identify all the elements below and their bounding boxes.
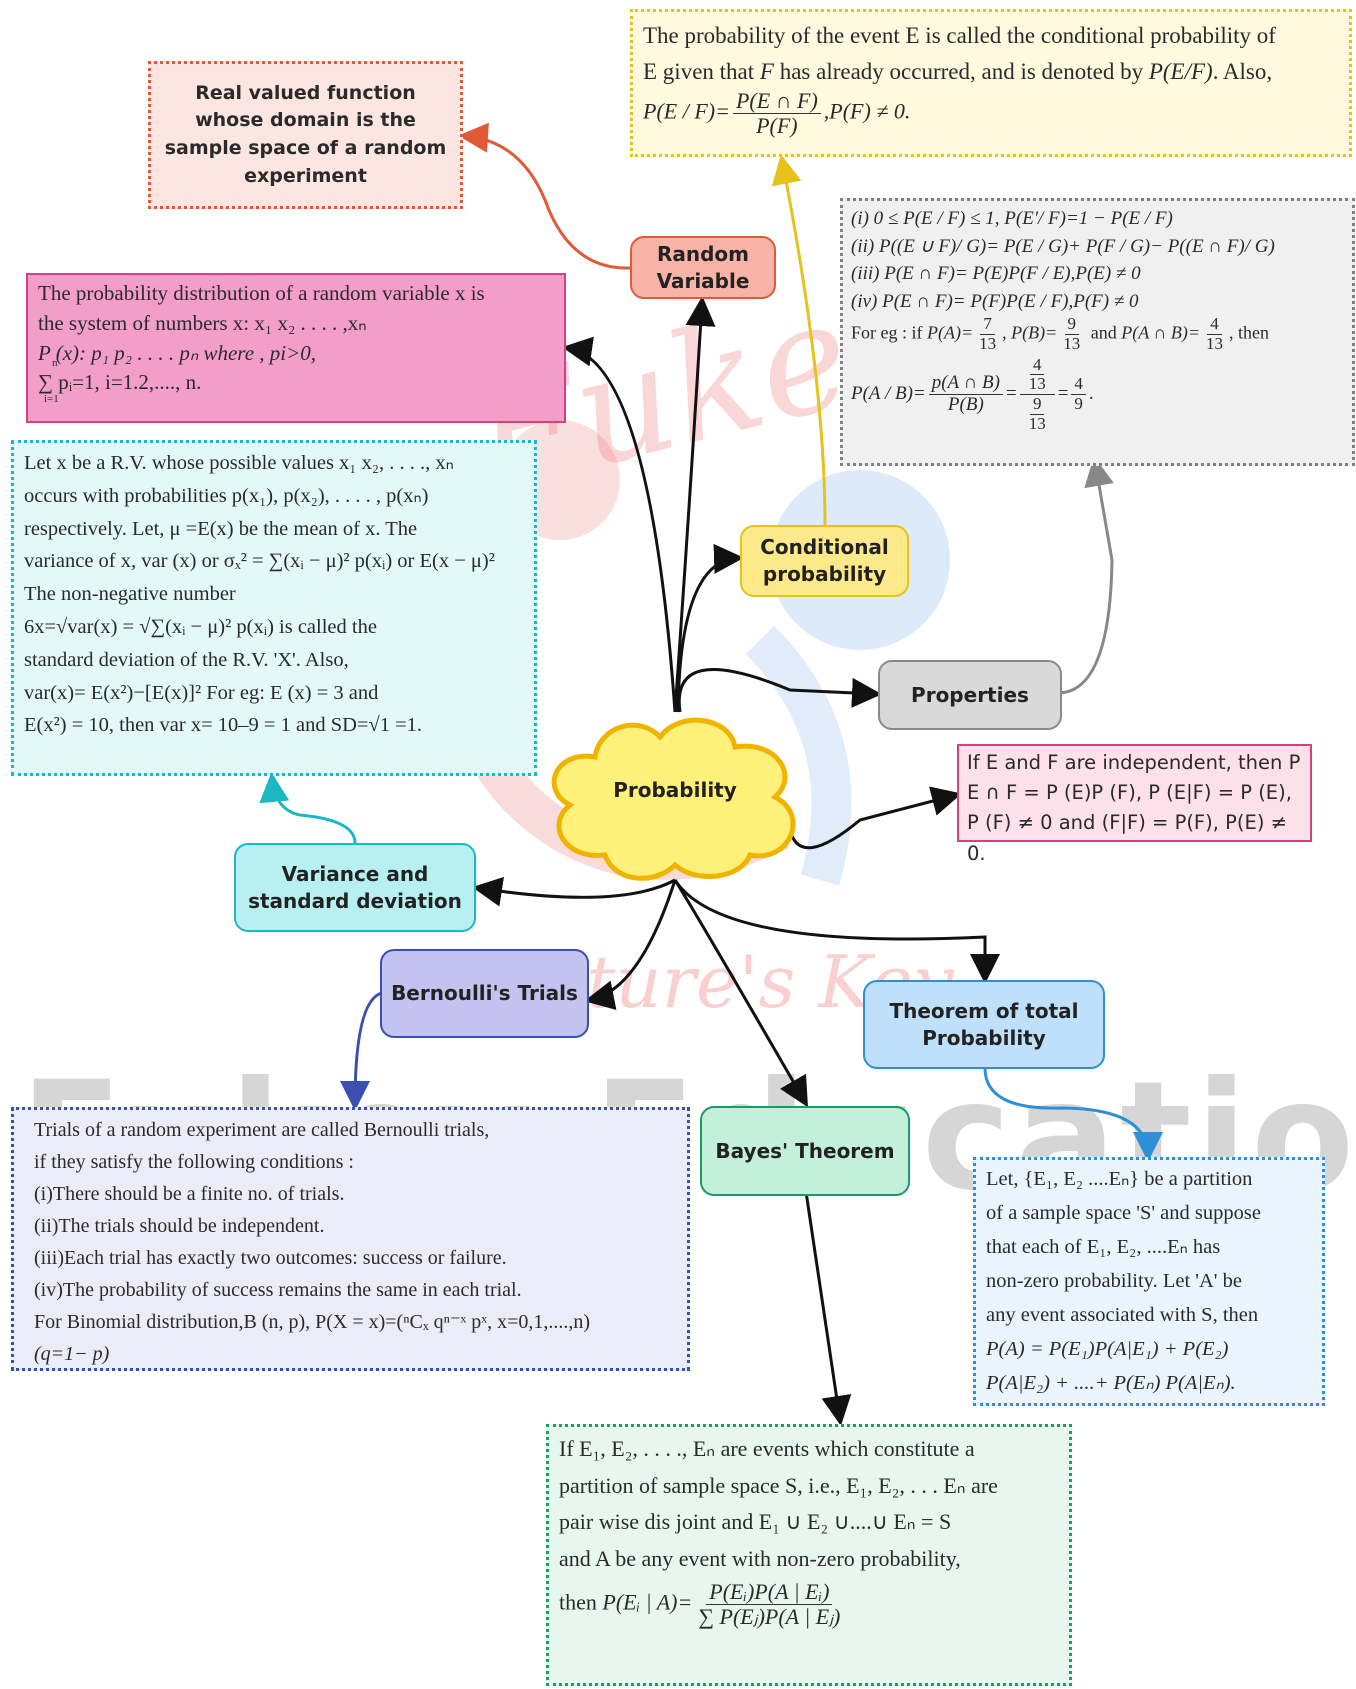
variance-line3: respectively. Let, μ =E(x) be the mean o… bbox=[24, 517, 418, 540]
distribution-sum-top: n bbox=[52, 357, 58, 370]
distribution-line2: the system of numbers x: x₁ x₂ . . . . ,… bbox=[38, 310, 367, 335]
conditional-definition-box: The probability of the event E is called… bbox=[630, 9, 1352, 157]
conditional-formula-numerator: P(E ∩ F) bbox=[732, 89, 821, 115]
distribution-line1: The probability distribution of a random… bbox=[38, 281, 485, 305]
distribution-sum-bottom: i=1 bbox=[44, 393, 59, 406]
pb-den: 13 bbox=[1063, 333, 1081, 353]
center-cloud-icon bbox=[551, 717, 796, 881]
property-3: (iii) P(E ∩ F)= P(E)P(F / E),P(E) ≠ 0 bbox=[851, 263, 1141, 285]
conditional-line2-c: has already occurred, and is denoted by bbox=[773, 58, 1149, 84]
variance-line6: 6x=√var(x) = √∑(xᵢ − μ)² p(xᵢ) is called… bbox=[24, 615, 377, 638]
node-conditional-probability[interactable]: Conditional probability bbox=[740, 525, 909, 597]
result-den: 9 bbox=[1074, 393, 1083, 413]
total-line4: non-zero probability. Let 'A' be bbox=[986, 1270, 1242, 1293]
property-example-then: , then bbox=[1229, 322, 1270, 343]
pab-den: 13 bbox=[1206, 333, 1224, 353]
distribution-sum: ∑ pᵢ=1, i=1.2,...., n. bbox=[38, 370, 202, 395]
node-properties[interactable]: Properties bbox=[878, 660, 1062, 730]
independent-events-box: If E and F are independent, then P E ∩ F… bbox=[957, 744, 1312, 865]
node-variance[interactable]: Variance and standard deviation bbox=[234, 843, 476, 932]
total-line7: P(A|E₂) + ....+ P(Eₙ) P(A|Eₙ). bbox=[986, 1372, 1236, 1395]
bayes-line1: If E₁, E₂, . . . ., Eₙ are events which … bbox=[559, 1436, 975, 1461]
bernoulli-trials-box: Trials of a random experiment are called… bbox=[11, 1107, 690, 1371]
variance-line5: The non-negative number bbox=[24, 583, 236, 606]
random-variable-definition-box: Real valued function whose domain is the… bbox=[148, 61, 463, 209]
variance-line8: var(x)= E(x²)−[E(x)]² For eg: E (x) = 3 … bbox=[24, 681, 379, 704]
bernoulli-line6: (iv)The probability of success remains t… bbox=[34, 1279, 522, 1301]
total-probability-box: Let, {E₁, E₂ ....Eₙ} be a partition of a… bbox=[973, 1157, 1325, 1406]
conditional-text-line1: The probability of the event E is called… bbox=[643, 23, 1276, 48]
property-1: (i) 0 ≤ P(E / F) ≤ 1, P(E′/ F)=1 − P(E /… bbox=[851, 208, 1173, 229]
big-den-num: 9 bbox=[1029, 394, 1045, 415]
total-line1: Let, {E₁, E₂ ....Eₙ} be a partition bbox=[986, 1168, 1253, 1190]
conditional-formula-denominator: P(F) bbox=[756, 113, 798, 139]
bernoulli-line3: (i)There should be a finite no. of trial… bbox=[34, 1183, 345, 1205]
conditional-line2-a: E given that bbox=[643, 58, 760, 84]
conditional-text-line2: E given that F has already occurred, and… bbox=[643, 54, 1339, 90]
total-line2: of a sample space 'S' and suppose bbox=[986, 1202, 1261, 1225]
bernoulli-line4: (ii)The trials should be independent. bbox=[34, 1215, 325, 1237]
conditional-formula-lhs: P(E / F)= bbox=[643, 99, 730, 125]
probability-distribution-box: The probability distribution of a random… bbox=[26, 273, 566, 423]
node-random-variable[interactable]: Random Variable bbox=[630, 236, 776, 299]
pab-num: 4 bbox=[1207, 314, 1222, 335]
node-bernoulli[interactable]: Bernoulli's Trials bbox=[380, 949, 589, 1038]
variance-line4: variance of x, var (x) or σₓ² = ∑(xᵢ − μ… bbox=[24, 550, 495, 573]
bernoulli-line2: if they satisfy the following conditions… bbox=[34, 1151, 354, 1173]
total-line3: that each of E₁, E₂, ....Eₙ has bbox=[986, 1236, 1221, 1259]
bayes-formula-numerator: P(Eᵢ)P(A | Eᵢ) bbox=[706, 1579, 833, 1606]
property-2: (ii) P((E ∪ F)/ G)= P(E / G)+ P(F / G)− … bbox=[851, 235, 1275, 257]
node-total-probability[interactable]: Theorem of total Probability bbox=[863, 980, 1105, 1069]
bayes-formula-lhs: P(Eᵢ | A)= bbox=[602, 1589, 693, 1615]
bayes-formula: then P(Eᵢ | A)= P(Eᵢ)P(A | Eᵢ)∑ P(Eⱼ)P(A … bbox=[559, 1579, 1059, 1630]
bayes-line4: and A be any event with non-zero probabi… bbox=[559, 1546, 961, 1572]
property-4: (iv) P(E ∩ F)= P(F)P(E / F),P(F) ≠ 0 bbox=[851, 290, 1139, 312]
variance-box: Let x be a R.V. whose possible values x₁… bbox=[11, 440, 537, 776]
variance-line2: occurs with probabilities p(x₁), p(x₂), … bbox=[24, 484, 429, 507]
variance-line1: Let x be a R.V. whose possible values x₁… bbox=[24, 452, 454, 474]
node-bayes-theorem[interactable]: Bayes' Theorem bbox=[700, 1106, 910, 1196]
conditional-line2-d: P(E/F) bbox=[1148, 58, 1213, 84]
property-example-pa: P(A)= bbox=[927, 322, 974, 343]
bayes-line3: pair wise dis joint and E₁ ∪ E₂ ∪....∪ E… bbox=[559, 1509, 952, 1535]
center-topic-label[interactable]: Probability bbox=[613, 777, 737, 802]
total-line5: any event associated with S, then bbox=[986, 1304, 1259, 1327]
conditional-line2-e: . Also, bbox=[1212, 58, 1273, 84]
bayes-then: then bbox=[559, 1589, 597, 1615]
cond-den: P(B) bbox=[947, 393, 984, 415]
property-example-pab: P(A ∩ B)= bbox=[1121, 322, 1201, 343]
bernoulli-line1: Trials of a random experiment are called… bbox=[34, 1119, 490, 1141]
pa-num: 7 bbox=[980, 314, 995, 335]
big-den-den: 13 bbox=[1028, 413, 1046, 433]
cond-num: p(A ∩ B) bbox=[928, 372, 1003, 395]
bernoulli-line8: (q=1− p) bbox=[34, 1343, 110, 1365]
conditional-formula: P(E / F)=P(E ∩ F)P(F) ,P(F) ≠ 0. bbox=[643, 89, 1339, 139]
distribution-line3: P (x): p₁ p₂ . . . . pₙ where , pi>0, bbox=[38, 340, 317, 365]
property-example-and: and bbox=[1090, 322, 1117, 343]
bernoulli-line7: For Binomial distribution,B (n, p), P(X … bbox=[34, 1311, 591, 1333]
pb-num: 9 bbox=[1064, 314, 1079, 335]
pa-den: 13 bbox=[979, 333, 997, 353]
cond-lhs: P(A / B)= bbox=[851, 382, 926, 404]
distribution-line4: n ∑ pᵢ=1, i=1.2,...., n. i=1 bbox=[38, 357, 554, 405]
big-num-den: 13 bbox=[1028, 374, 1046, 394]
variance-line9: E(x²) = 10, then var x= 10–9 = 1 and SD=… bbox=[24, 714, 423, 737]
conditional-line2-b: F bbox=[759, 58, 774, 84]
bernoulli-line5: (iii)Each trial has exactly two outcomes… bbox=[34, 1247, 507, 1269]
big-num-num: 4 bbox=[1029, 355, 1045, 376]
property-example-prefix: For eg : if bbox=[851, 322, 923, 343]
bayes-line2: partition of sample space S, i.e., E₁, E… bbox=[559, 1472, 998, 1498]
total-line6: P(A) = P(E₁)P(A|E₁) + P(E₂) bbox=[986, 1338, 1229, 1361]
property-example-pb: P(B)= bbox=[1011, 322, 1058, 343]
bayes-theorem-box: If E₁, E₂, . . . ., Eₙ are events which … bbox=[546, 1424, 1072, 1686]
conditional-formula-tail: ,P(F) ≠ 0. bbox=[823, 99, 911, 125]
variance-line7: standard deviation of the R.V. 'X'. Also… bbox=[24, 648, 349, 671]
properties-box: (i) 0 ≤ P(E / F) ≤ 1, P(E′/ F)=1 − P(E /… bbox=[840, 198, 1355, 466]
bayes-formula-denominator: ∑ P(Eⱼ)P(A | Eⱼ) bbox=[698, 1604, 841, 1630]
result-num: 4 bbox=[1071, 375, 1086, 395]
